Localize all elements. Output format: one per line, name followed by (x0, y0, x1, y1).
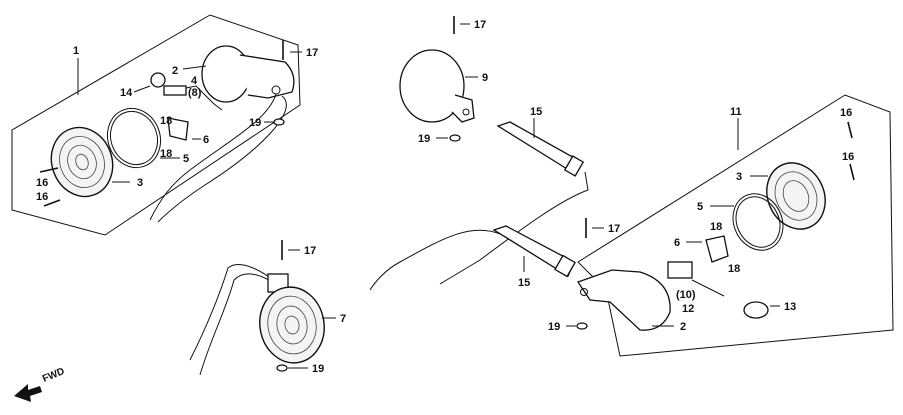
lens-3-rib-2 (67, 144, 97, 180)
label-19c: 19 (548, 321, 560, 333)
mount-hole-9 (462, 108, 470, 116)
label-5b: 5 (697, 201, 703, 213)
lens-7-rib-2 (276, 305, 308, 345)
bulb-14 (150, 72, 166, 88)
lens-3 (50, 126, 114, 198)
nut-19-a (273, 118, 285, 126)
label-1: 1 (73, 45, 79, 57)
screw-16-a (39, 167, 59, 173)
label-18a: 18 (160, 115, 172, 127)
socket-10 (667, 261, 693, 279)
gasket-5-right-inner (735, 196, 781, 248)
bulb-13 (743, 301, 769, 319)
rear-right-assembly: 11 16 16 3 5 6 18 18 17 15 (492, 94, 894, 357)
stem-15-a-end (563, 155, 585, 177)
wire-f (199, 273, 279, 376)
screw-16-b (43, 199, 61, 207)
gasket-5-inner (109, 110, 159, 166)
lens-3-rib-1 (59, 136, 105, 188)
spring-12 (691, 279, 725, 297)
fwd-label: FWD (41, 366, 66, 385)
gasket-5 (107, 107, 161, 169)
label-8: (8) (188, 87, 202, 99)
label-13: 13 (784, 301, 796, 313)
spring-4 (185, 85, 223, 111)
wire-e (189, 264, 277, 361)
contact-plate-6-right (705, 235, 729, 263)
label-9: 9 (482, 72, 488, 84)
housing-9 (399, 49, 465, 123)
label-19b: 19 (418, 133, 430, 145)
lens-3-rib-3 (75, 153, 89, 171)
wire-a (149, 93, 277, 221)
contact-plate-6 (167, 117, 189, 141)
lens-7 (259, 286, 325, 364)
label-17c: 17 (608, 223, 620, 235)
fwd-indicator: FWD (14, 366, 66, 402)
front-right-assembly: 17 7 19 (189, 240, 346, 376)
label-19a: 19 (249, 117, 261, 129)
label-15a: 15 (530, 106, 542, 118)
lens-3-right-rib-2 (782, 180, 810, 212)
label-2a: 2 (172, 65, 178, 77)
wire-d (369, 229, 501, 291)
label-5a: 5 (183, 153, 189, 165)
label-18d: 18 (728, 263, 740, 275)
housing-bracket (239, 54, 295, 99)
label-14: 14 (120, 87, 133, 99)
label-6a: 6 (203, 134, 209, 146)
label-17b: 17 (474, 19, 486, 31)
label-16a: 16 (36, 177, 48, 189)
nut-19-c (576, 322, 588, 330)
label-3b: 3 (736, 171, 742, 183)
leader-2a (182, 65, 207, 70)
label-16d: 16 (842, 151, 854, 163)
lens-7-rib-1 (267, 295, 317, 355)
label-4: 4 (191, 75, 198, 87)
label-17a: 17 (306, 47, 318, 59)
front-left-assembly: 1 2 4 (8) 14 17 19 18 6 18 5 3 16 16 (11, 14, 318, 236)
housing-9-mount (451, 94, 475, 123)
assembly-1-frame (11, 14, 301, 236)
lens-7-rib-3 (284, 315, 300, 335)
lens-3-right-rib-1 (774, 171, 818, 221)
label-3a: 3 (137, 177, 143, 189)
nut-19-b (449, 134, 461, 142)
label-19d: 19 (312, 363, 324, 375)
socket-8 (163, 85, 187, 96)
rear-left-assembly: 17 9 19 15 (369, 16, 589, 291)
wire-c (439, 171, 589, 285)
stem-15-a (496, 121, 579, 173)
wire-b (157, 95, 287, 223)
fwd-arrow-icon (14, 384, 42, 402)
label-11: 11 (730, 106, 742, 118)
label-10: (10) (676, 289, 696, 301)
label-6b: 6 (674, 237, 680, 249)
housing-2 (201, 45, 251, 103)
leader-14 (133, 85, 151, 93)
label-12: 12 (682, 303, 694, 315)
label-18c: 18 (710, 221, 722, 233)
nut-19-d (276, 364, 288, 372)
label-7: 7 (340, 313, 346, 325)
label-2b: 2 (680, 321, 686, 333)
label-16b: 16 (36, 191, 48, 203)
screw-16-c (847, 121, 853, 139)
housing-2-right-hole (580, 288, 588, 296)
label-17d: 17 (304, 245, 316, 257)
label-15b: 15 (518, 277, 530, 289)
stem-15-b-end (554, 254, 576, 278)
screw-16-d (849, 163, 855, 181)
housing-2-right (576, 269, 671, 331)
gasket-5-right (732, 193, 784, 251)
label-16c: 16 (840, 107, 852, 119)
lens-3-right (766, 162, 826, 230)
label-18b: 18 (160, 148, 172, 160)
